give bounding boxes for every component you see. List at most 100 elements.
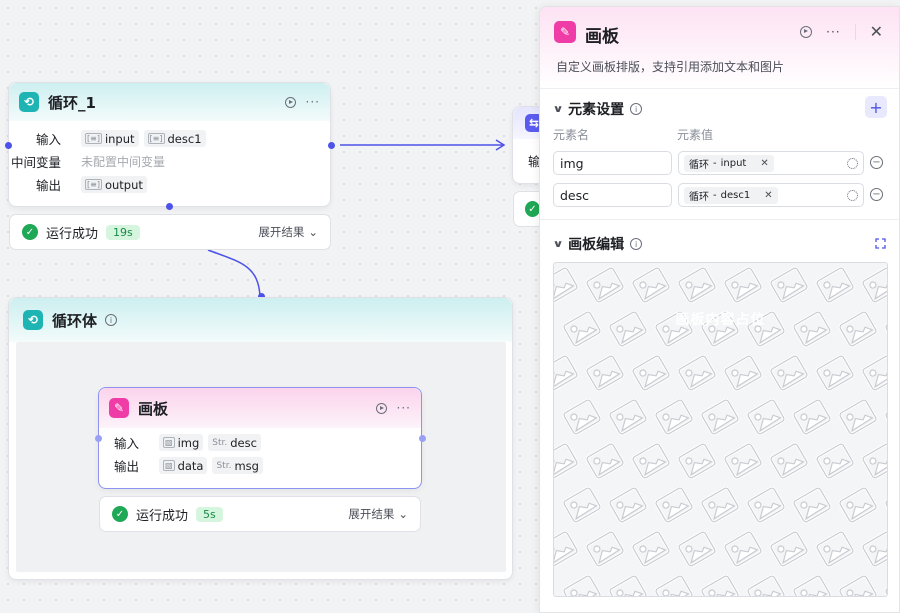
canvas-input-port[interactable] [95, 435, 102, 442]
status-text: 运行成功 [136, 508, 189, 524]
image-placeholder-icon [768, 441, 810, 481]
fullscreen-icon[interactable] [875, 238, 886, 249]
outputs-label: 输出 [35, 178, 61, 193]
info-icon[interactable]: i [630, 238, 643, 250]
element-name-input[interactable]: img [553, 151, 672, 175]
loop-body-header: ⟲ 循环体 i [9, 298, 512, 342]
loop-body-title: 循环体 [52, 311, 98, 330]
gear-icon[interactable] [847, 157, 858, 169]
canvas-icon: ✎ [554, 21, 576, 43]
loop-result-bar: ✓ 运行成功 19s 展开结果⌄ [9, 214, 331, 250]
chevron-down-icon[interactable]: ∨ [552, 103, 564, 115]
elements-section-header[interactable]: ∨ 元素设置 i [552, 99, 643, 119]
canvas-editor[interactable]: 画板内容占位 [553, 262, 888, 597]
image-placeholder-icon [722, 529, 764, 569]
image-placeholder-icon [768, 529, 810, 569]
element-name-input[interactable]: desc [553, 183, 672, 207]
image-placeholder-icon [722, 441, 764, 481]
run-icon[interactable] [284, 96, 296, 108]
input-tag: ▧img [159, 434, 204, 451]
image-placeholder-icon [837, 485, 879, 525]
canvas-placeholder-text: 画板内容占位 [675, 312, 766, 328]
add-element-button[interactable]: + [865, 96, 887, 118]
canvas-output-port[interactable] [419, 435, 426, 442]
variable-reference-tag: 循环-input ✕ [684, 154, 774, 172]
string-icon: Str. [216, 460, 232, 471]
canvas-outputs-row: 输出 ▧data Str.msg [99, 454, 421, 477]
image-placeholder-icon [607, 397, 649, 437]
variable-reference-tag: 循环-desc1 ✕ [684, 186, 778, 204]
panel-header: ✎ 画板 ··· ✕ 自定义画板排版，支持引用添加文本和图片 [540, 7, 899, 89]
plugin-icon: ⇆ [525, 114, 543, 132]
run-icon[interactable] [800, 26, 813, 38]
canvas-inputs-row: 输入 ▧img Str.desc [99, 431, 421, 454]
loop-body-input-port[interactable] [258, 293, 265, 300]
image-placeholder-icon [814, 441, 856, 481]
remove-reference-icon[interactable]: ✕ [764, 189, 773, 201]
run-icon[interactable] [375, 402, 387, 414]
image-placeholder-icon [699, 485, 741, 525]
loop-body-port[interactable] [166, 203, 173, 210]
image-placeholder-icon [768, 353, 810, 393]
expand-results-button[interactable]: 展开结果⌄ [348, 507, 408, 521]
success-icon: ✓ [525, 201, 540, 217]
image-placeholder-icon [883, 397, 887, 437]
info-icon[interactable]: i [105, 314, 118, 326]
inputs-label: 输入 [35, 132, 61, 147]
image-placeholder-icon [814, 265, 856, 305]
more-icon[interactable]: ··· [826, 25, 841, 39]
image-placeholder-icon [814, 529, 856, 569]
image-placeholder-icon [699, 397, 741, 437]
close-icon[interactable]: ✕ [869, 22, 883, 41]
image-placeholder-icon [860, 353, 887, 393]
panel-description: 自定义画板排版，支持引用添加文本和图片 [556, 60, 785, 74]
string-icon: Str. [212, 437, 228, 448]
success-icon: ✓ [112, 506, 128, 522]
input-tag: [≡]input [81, 130, 139, 147]
more-icon[interactable]: ··· [305, 95, 320, 109]
image-placeholder-icon [554, 529, 580, 569]
image-placeholder-icon [561, 485, 603, 525]
vars-label: 中间变量 [10, 155, 61, 170]
output-tag: Str.msg [212, 457, 263, 474]
element-value-field[interactable]: 循环-desc1 ✕ [678, 183, 864, 207]
vars-empty-text: 未配置中间变量 [81, 155, 166, 169]
image-placeholder-icon [554, 441, 580, 481]
chevron-down-icon[interactable]: ∨ [552, 238, 564, 250]
image-placeholder-icon [768, 265, 810, 305]
image-placeholder-icon [676, 441, 718, 481]
remove-element-button[interactable]: − [870, 188, 883, 201]
image-placeholder-icon [584, 353, 626, 393]
image-placeholder-icon [561, 397, 603, 437]
array-icon: [≡] [147, 133, 165, 144]
image-placeholder-icon [837, 397, 879, 437]
canvas-node[interactable]: ✎ 画板 ··· 输入 ▧img Str.desc 输出 ▧data Str.m… [98, 387, 422, 489]
output-tag: [≡]output [81, 176, 147, 193]
image-placeholder-icon [722, 353, 764, 393]
loop-inputs-row: 输入 [≡]input [≡]desc1 [9, 127, 330, 150]
section-title: 元素设置 [568, 102, 625, 118]
remove-element-button[interactable]: − [870, 156, 883, 169]
chevron-down-icon: ⌄ [398, 507, 408, 521]
remove-reference-icon[interactable]: ✕ [760, 157, 769, 169]
loop-node[interactable]: ⟲ 循环_1 ··· 输入 [≡]input [≡]desc1 中间变量 未配置… [8, 82, 331, 207]
loop-outputs-row: 输出 [≡]output [9, 173, 330, 196]
time-badge: 5s [196, 506, 223, 522]
loop-output-port[interactable] [328, 142, 335, 149]
image-icon: ▧ [163, 460, 175, 471]
more-icon[interactable]: ··· [396, 401, 411, 415]
expand-results-button[interactable]: 展开结果⌄ [258, 225, 318, 239]
image-placeholder-icon [584, 441, 626, 481]
canvas-result-bar: ✓ 运行成功 5s 展开结果⌄ [99, 496, 421, 532]
image-placeholder-icon [630, 441, 672, 481]
image-placeholder-icon [814, 353, 856, 393]
info-icon[interactable]: i [630, 103, 643, 115]
loop-input-port[interactable] [5, 142, 12, 149]
gear-icon[interactable] [847, 189, 858, 201]
input-tag: [≡]desc1 [143, 130, 206, 147]
canvas-edit-section-header[interactable]: ∨ 画板编辑 i [552, 234, 643, 254]
element-value-field[interactable]: 循环-input ✕ [678, 151, 864, 175]
image-placeholder-icon [699, 573, 741, 596]
loop-vars-row: 中间变量 未配置中间变量 [9, 150, 330, 173]
chevron-down-icon: ⌄ [308, 225, 318, 239]
